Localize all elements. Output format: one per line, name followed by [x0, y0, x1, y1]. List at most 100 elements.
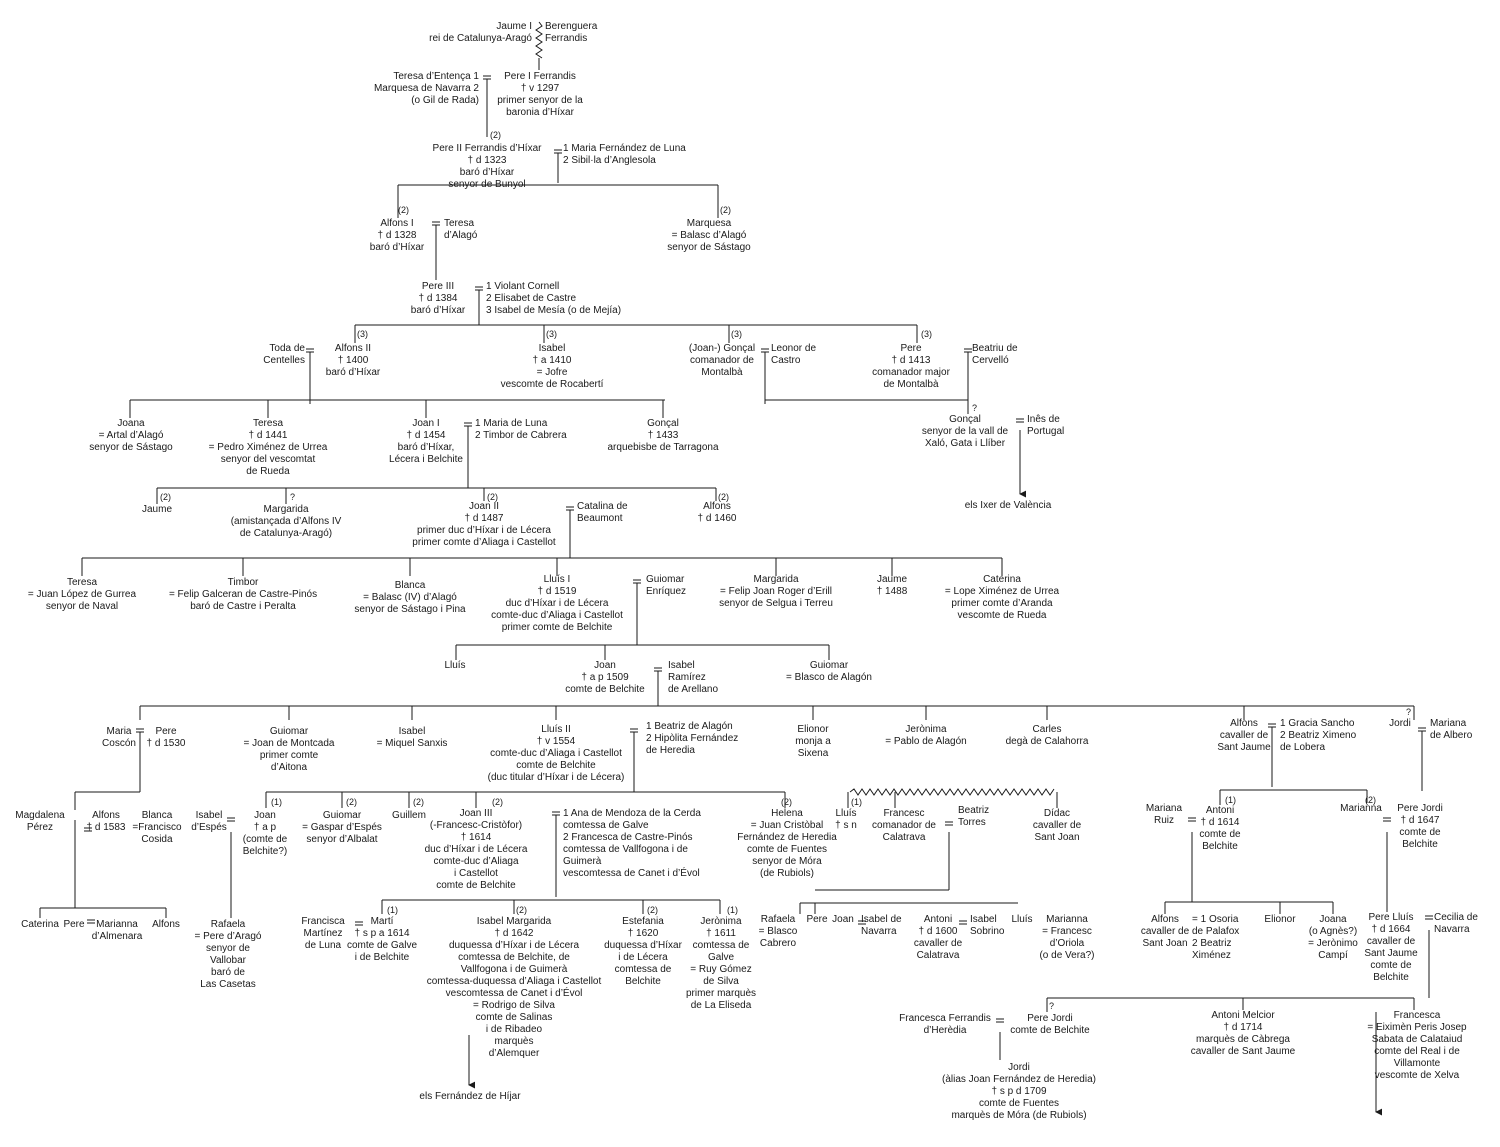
isabel-ramirez-arellano: Isabel Ramírez de Arellano — [668, 660, 719, 695]
rafaela-arago: Rafaela = Pere d’Aragó senyor de Valloba… — [194, 919, 262, 990]
joan-ii: Joan II † d 1487 primer duc d’Híxar i de… — [412, 501, 556, 548]
francesca-sabata: Francesca = Eiximèn Peris Josep Sabata d… — [1367, 1010, 1467, 1081]
elionor-monja: Elionor monja a Sixena — [795, 724, 831, 759]
guiomar-blasco: Guiomar = Blasco de Alagón — [786, 660, 872, 683]
connector-line — [849, 788, 1055, 796]
gen-tag: (2) — [398, 205, 409, 215]
alfons-1460: Alfons † d 1460 — [697, 501, 737, 524]
alfons-sant-jaume: Alfons cavaller de Sant Jaume — [1217, 718, 1271, 753]
gen-tag: (1) — [1225, 795, 1236, 805]
guillem: Guillem — [392, 810, 426, 821]
joana-alago: Joana = Artal d’Alagó senyor de Sástago — [89, 418, 173, 453]
antoni-1614: Antoni † d 1614 comte de Belchite — [1199, 805, 1241, 852]
jaume-child: Jaume — [141, 504, 173, 515]
pere-i-ferrandis: Pere I Ferrandis † v 1297 primer senyor … — [497, 71, 583, 118]
gen-tag: (3) — [546, 329, 557, 339]
joan-iii: Joan III (-Francesc-Cristòfor) † 1614 du… — [424, 808, 528, 891]
gen-tag: (2) — [487, 492, 498, 502]
gen-tag: (2) — [718, 492, 729, 502]
alfons-sant-jaume-spouses: 1 Gracia Sancho 2 Beatriz Ximeno de Lobe… — [1280, 718, 1357, 753]
pere-ii-ferrandis: Pere II Ferrandis d’Híxar † d 1323 baró … — [432, 143, 542, 190]
gen-tag: (1) — [851, 797, 862, 807]
pere-jordi-belchite: Pere Jordi comte de Belchite — [1010, 1013, 1090, 1036]
beatriz-torres: Beatriz Torres — [958, 805, 990, 828]
alfons-sant-joan-spouses: = 1 Osoria de Palafox 2 Beatriz Ximénez — [1192, 914, 1240, 961]
gen-tag: (2) — [160, 492, 171, 502]
alfons-1583: Alfons † d 1583 — [86, 810, 126, 833]
gen-tag: (3) — [921, 329, 932, 339]
elionor: Elionor — [1264, 914, 1296, 925]
lluis-ii-spouses: 1 Beatriz de Alagón 2 Hipòlita Fernández… — [646, 721, 739, 756]
gen-tag: (2) — [720, 205, 731, 215]
ines-de-portugal: Inês de Portugal — [1027, 414, 1065, 437]
alfons: Alfons — [152, 919, 180, 930]
pere-ii-spouses: 1 Maria Fernández de Luna 2 Sibil·la d’A… — [563, 143, 686, 166]
isabel-margarida: Isabel Margarida † d 1642 duquessa d’Híx… — [426, 916, 602, 1059]
gen-tag: (2) — [1365, 795, 1376, 805]
helena-heredia: Helena = Juan Cristòbal Fernández de Her… — [737, 808, 837, 879]
pere-1530: Pere † d 1530 — [146, 726, 186, 749]
catalina-de-beaumont: Catalina de Beaumont — [577, 501, 628, 524]
lluis-ii: Lluís II † v 1554 comte-duc d’Aliaga i C… — [487, 724, 625, 783]
caterina-urrea: Caterina = Lope Ximénez de Urrea primer … — [944, 574, 1060, 621]
uncertain-mark: ? — [290, 492, 296, 502]
gen-tag: (2) — [516, 905, 527, 915]
joan-1509: Joan † a p 1509 comte de Belchite — [565, 660, 645, 695]
pere-comanador: Pere † d 1413 comanador major de Montalb… — [872, 343, 950, 390]
gen-tag: (2) — [346, 797, 357, 807]
lluis-i: Lluís I † d 1519 duc d’Híxar i de Lécera… — [491, 574, 623, 633]
jordi-fuentes: Jordi (àlias Joan Fernández de Heredia) … — [942, 1062, 1096, 1121]
isabel-sanxis: Isabel = Miquel Sanxis — [376, 726, 448, 749]
gen-tag: (3) — [357, 329, 368, 339]
alfons-sant-joan: Alfons cavaller de Sant Joan — [1140, 914, 1190, 949]
berenguera-ferrandis: Berenguera Ferrandis — [545, 21, 598, 44]
gen-tag: (2) — [492, 797, 503, 807]
blanca-alago: Blanca = Balasc (IV) d’Alagó senyor de S… — [354, 580, 466, 615]
gen-tag: (3) — [731, 329, 742, 339]
goncal-arquebisbe: Gonçal † 1433 arquebisbe de Tarragona — [607, 418, 719, 453]
gen-tag: (1) — [727, 905, 738, 915]
jaume-i: Jaume I rei de Catalunya-Aragó — [429, 21, 532, 44]
jordi: Jordi — [1389, 718, 1411, 729]
lluis-sn: Lluís † s n — [835, 808, 857, 831]
guiomar-enriquez: Guiomar Enríquez — [646, 574, 687, 597]
alfons-i: Alfons I † d 1328 baró d’Híxar — [369, 218, 425, 253]
magdalena-perez: Magdalena Pérez — [15, 810, 65, 833]
goncal-xalo: Gonçal senyor de la vall de Xaló, Gata i… — [921, 414, 1009, 449]
antoni-melcior: Antoni Melcior † d 1714 marquès de Càbre… — [1190, 1010, 1296, 1057]
mariana-ruiz: Mariana Ruiz — [1145, 803, 1183, 826]
els-ixer-valencia: els Ixer de València — [964, 500, 1052, 511]
gen-tag: (2) — [781, 797, 792, 807]
teresa-gurrea: Teresa = Juan López de Gurrea senyor de … — [27, 577, 137, 612]
marti: Martí † s p a 1614 comte de Galve i de B… — [346, 916, 418, 963]
joana-campi: Joana (o Agnès?) = Jerònimo Campí — [1308, 914, 1358, 961]
pere-iii-spouses: 1 Violant Cornell 2 Elisabet de Castre 3… — [486, 281, 622, 316]
isabel-de-navarra: Isabel de Navarra — [861, 914, 902, 937]
francesc-calatrava: Francesc comanador de Calatrava — [872, 808, 936, 843]
gen-tag: (2) — [647, 905, 658, 915]
lluis-child: Lluís — [444, 660, 466, 671]
francisca-martinez-de-luna: Francisca Martínez de Luna — [301, 916, 345, 951]
gen-tag: (1) — [387, 905, 398, 915]
gen-tag: (2) — [490, 130, 501, 140]
timbor: Timbor = Felip Galceran de Castre-Pinós … — [168, 577, 318, 612]
francesca-ferrandis-d-heredia: Francesca Ferrandis d’Herèdia — [899, 1013, 991, 1036]
gen-tag: (2) — [413, 797, 424, 807]
guiomar-espes: Guiomar = Gaspar d’Espés senyor d’Albala… — [302, 810, 382, 845]
guiomar-montcada: Guiomar = Joan de Montcada primer comte … — [243, 726, 335, 773]
joan-ap: Joan † a p (comte de Belchite?) — [242, 810, 288, 857]
els-fernandez-de-hijar: els Fernández de Híjar — [419, 1091, 521, 1102]
marianna-d-almenara: Marianna d’Almenara — [91, 919, 143, 942]
marquesa: Marquesa = Balasc d’Alagó senyor de Sást… — [667, 218, 751, 253]
cecilia-de-navarra: Cecilia de Navarra — [1434, 912, 1478, 935]
blanca-cosida: Blanca =Francisco Cosida — [132, 810, 182, 845]
jeronima-alagon: Jerònima = Pablo de Alagón — [885, 724, 967, 747]
margarida-amistancada: Margarida (amistançada d’Alfons IV de Ca… — [230, 504, 342, 539]
antoni-1600: Antoni † d 1600 cavaller de Calatrava — [913, 914, 963, 961]
pere-lluis-1664: Pere Lluís † d 1664 cavaller de Sant Jau… — [1364, 912, 1418, 983]
maria-coscon: Maria Coscón — [102, 726, 136, 749]
joan-iii-spouses: 1 Ana de Mendoza de la Cerda comtessa de… — [563, 808, 701, 879]
pere-iii: Pere III † d 1384 baró d’Híxar — [410, 281, 466, 316]
